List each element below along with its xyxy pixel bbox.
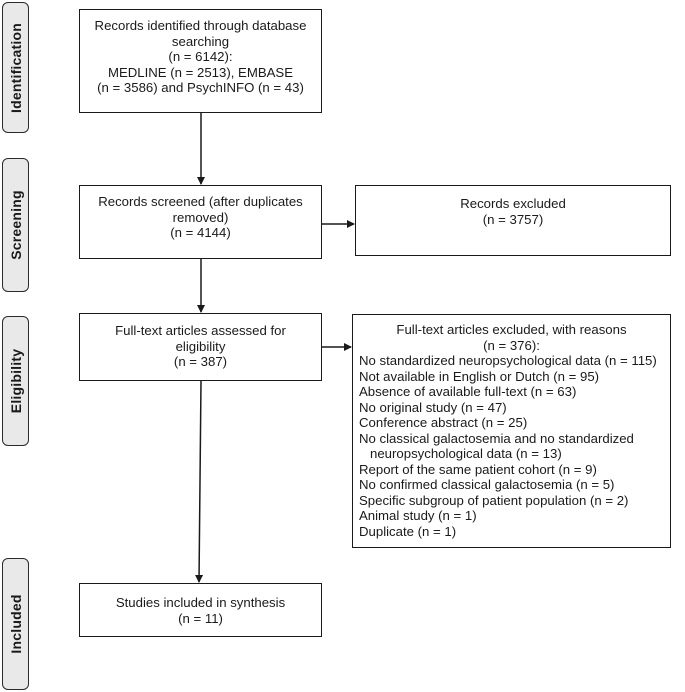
- exclusion-reason: No classical galactosemia and no standar…: [359, 430, 634, 446]
- records-identified-line: (n = 6142):: [168, 49, 233, 64]
- exclusion-reason: Animal study (n = 1): [359, 508, 477, 523]
- phase-identification-label: Identification: [7, 22, 24, 113]
- phase-screening: Screening: [2, 158, 29, 292]
- arrow-fulltext-to-included: [195, 380, 204, 583]
- exclusion-reason: Specific subgroup of patient population …: [359, 492, 629, 508]
- exclusion-reason: Absence of available full-text (n = 63): [359, 384, 577, 399]
- exclusion-reason: Conference abstract (n = 25): [359, 415, 528, 430]
- records-excluded-line: Records excluded: [460, 196, 566, 211]
- records-identified-line: searching: [171, 33, 230, 49]
- phase-included-label: Included: [7, 594, 24, 654]
- exclusion-reason: No original study (n = 47): [359, 399, 507, 415]
- phase-identification: Identification: [2, 2, 29, 133]
- records-screened-line: removed): [172, 209, 229, 225]
- phase-screening-label: Screening: [7, 190, 24, 260]
- exclusion-reason: neuropsychological data (n = 13): [370, 446, 562, 461]
- fulltext-assessed-line: (n = 387): [173, 354, 228, 369]
- fulltext-assessed-line: Full-text articles assessed for: [115, 323, 286, 338]
- records-identified-box: Records identified through database sear…: [79, 9, 322, 113]
- fulltext-assessed-box: Full-text articles assessed for eligibil…: [79, 313, 322, 381]
- phase-eligibility: Eligibility: [2, 316, 29, 446]
- studies-included-line: Studies included in synthesis: [115, 595, 286, 610]
- records-screened-box: Records screened (after duplicates remov…: [79, 185, 322, 259]
- exclusion-reason: Not available in English or Dutch (n = 9…: [359, 368, 600, 384]
- exclusion-reason: Duplicate (n = 1): [359, 523, 457, 539]
- exclusion-reason: No confirmed classical galactosemia (n =…: [359, 477, 615, 492]
- fulltext-excluded-box: Full-text articles excluded, with reason…: [352, 314, 671, 548]
- exclusion-reason: Report of the same patient cohort (n = 9…: [359, 461, 597, 477]
- studies-included-box: Studies included in synthesis (n = 11): [79, 583, 322, 637]
- phase-eligibility-label: Eligibility: [7, 348, 24, 414]
- fulltext-assessed-line: eligibility: [175, 338, 226, 354]
- records-excluded-line: (n = 3757): [482, 211, 544, 227]
- phase-included: Included: [2, 558, 29, 690]
- records-excluded-box: Records excluded (n = 3757): [355, 185, 671, 256]
- records-screened-line: (n = 4144): [170, 225, 231, 240]
- exclusion-reason: No standardized neuropsychological data …: [359, 353, 657, 368]
- records-screened-line: Records screened (after duplicates: [98, 194, 303, 209]
- records-identified-line: Records identified through database: [94, 18, 307, 33]
- records-identified-line: (n = 3586) and PsychINFO (n = 43): [97, 80, 304, 95]
- records-identified-line: MEDLINE (n = 2513), EMBASE: [107, 64, 294, 80]
- fulltext-excluded-header: Full-text articles excluded, with reason…: [396, 322, 627, 337]
- studies-included-line: (n = 11): [178, 610, 223, 626]
- fulltext-excluded-count: (n = 376):: [483, 337, 540, 353]
